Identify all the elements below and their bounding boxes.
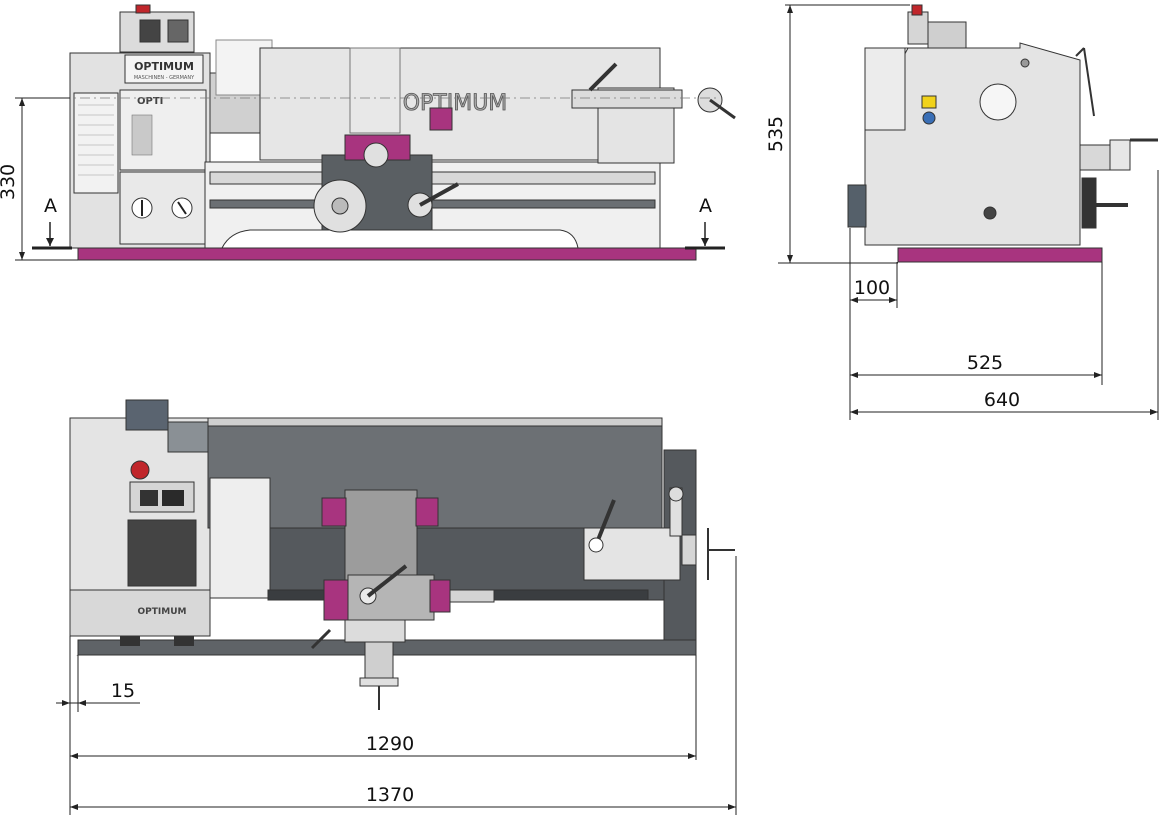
front-view: OPTIMUM MASCHINEN - GERMANY OPTI OPTIMUM — [0, 4, 736, 261]
front-bed-logo: OPTIMUM — [403, 91, 508, 116]
dim-side-height: 535 — [765, 116, 787, 152]
dim-top-total-length: 1370 — [366, 784, 414, 806]
dim-side-offset: 100 — [854, 277, 890, 299]
dim-top-base-length: 1290 — [366, 733, 414, 755]
front-logo-plate — [124, 54, 204, 84]
section-mark-left: A — [44, 195, 57, 217]
top-carriage — [344, 489, 418, 591]
top-view: OPTIMUM — [56, 399, 737, 815]
side-view: 535 100 525 640 — [765, 4, 1159, 420]
front-base-plate — [77, 247, 697, 261]
dim-front-height: 330 — [0, 164, 19, 200]
side-base-plate — [897, 247, 1103, 263]
section-mark-right: A — [699, 195, 712, 217]
front-panel-logo: OPTI — [137, 96, 163, 107]
emergency-stop — [130, 460, 150, 480]
front-logo-sub: MASCHINEN - GERMANY — [134, 75, 195, 81]
dim-side-base-width: 525 — [967, 352, 1003, 374]
front-info-panel — [73, 92, 119, 194]
front-logo: OPTIMUM — [134, 60, 194, 73]
dim-top-offset: 15 — [111, 680, 135, 702]
top-logo: OPTIMUM — [138, 607, 187, 617]
dim-side-total-width: 640 — [984, 389, 1020, 411]
